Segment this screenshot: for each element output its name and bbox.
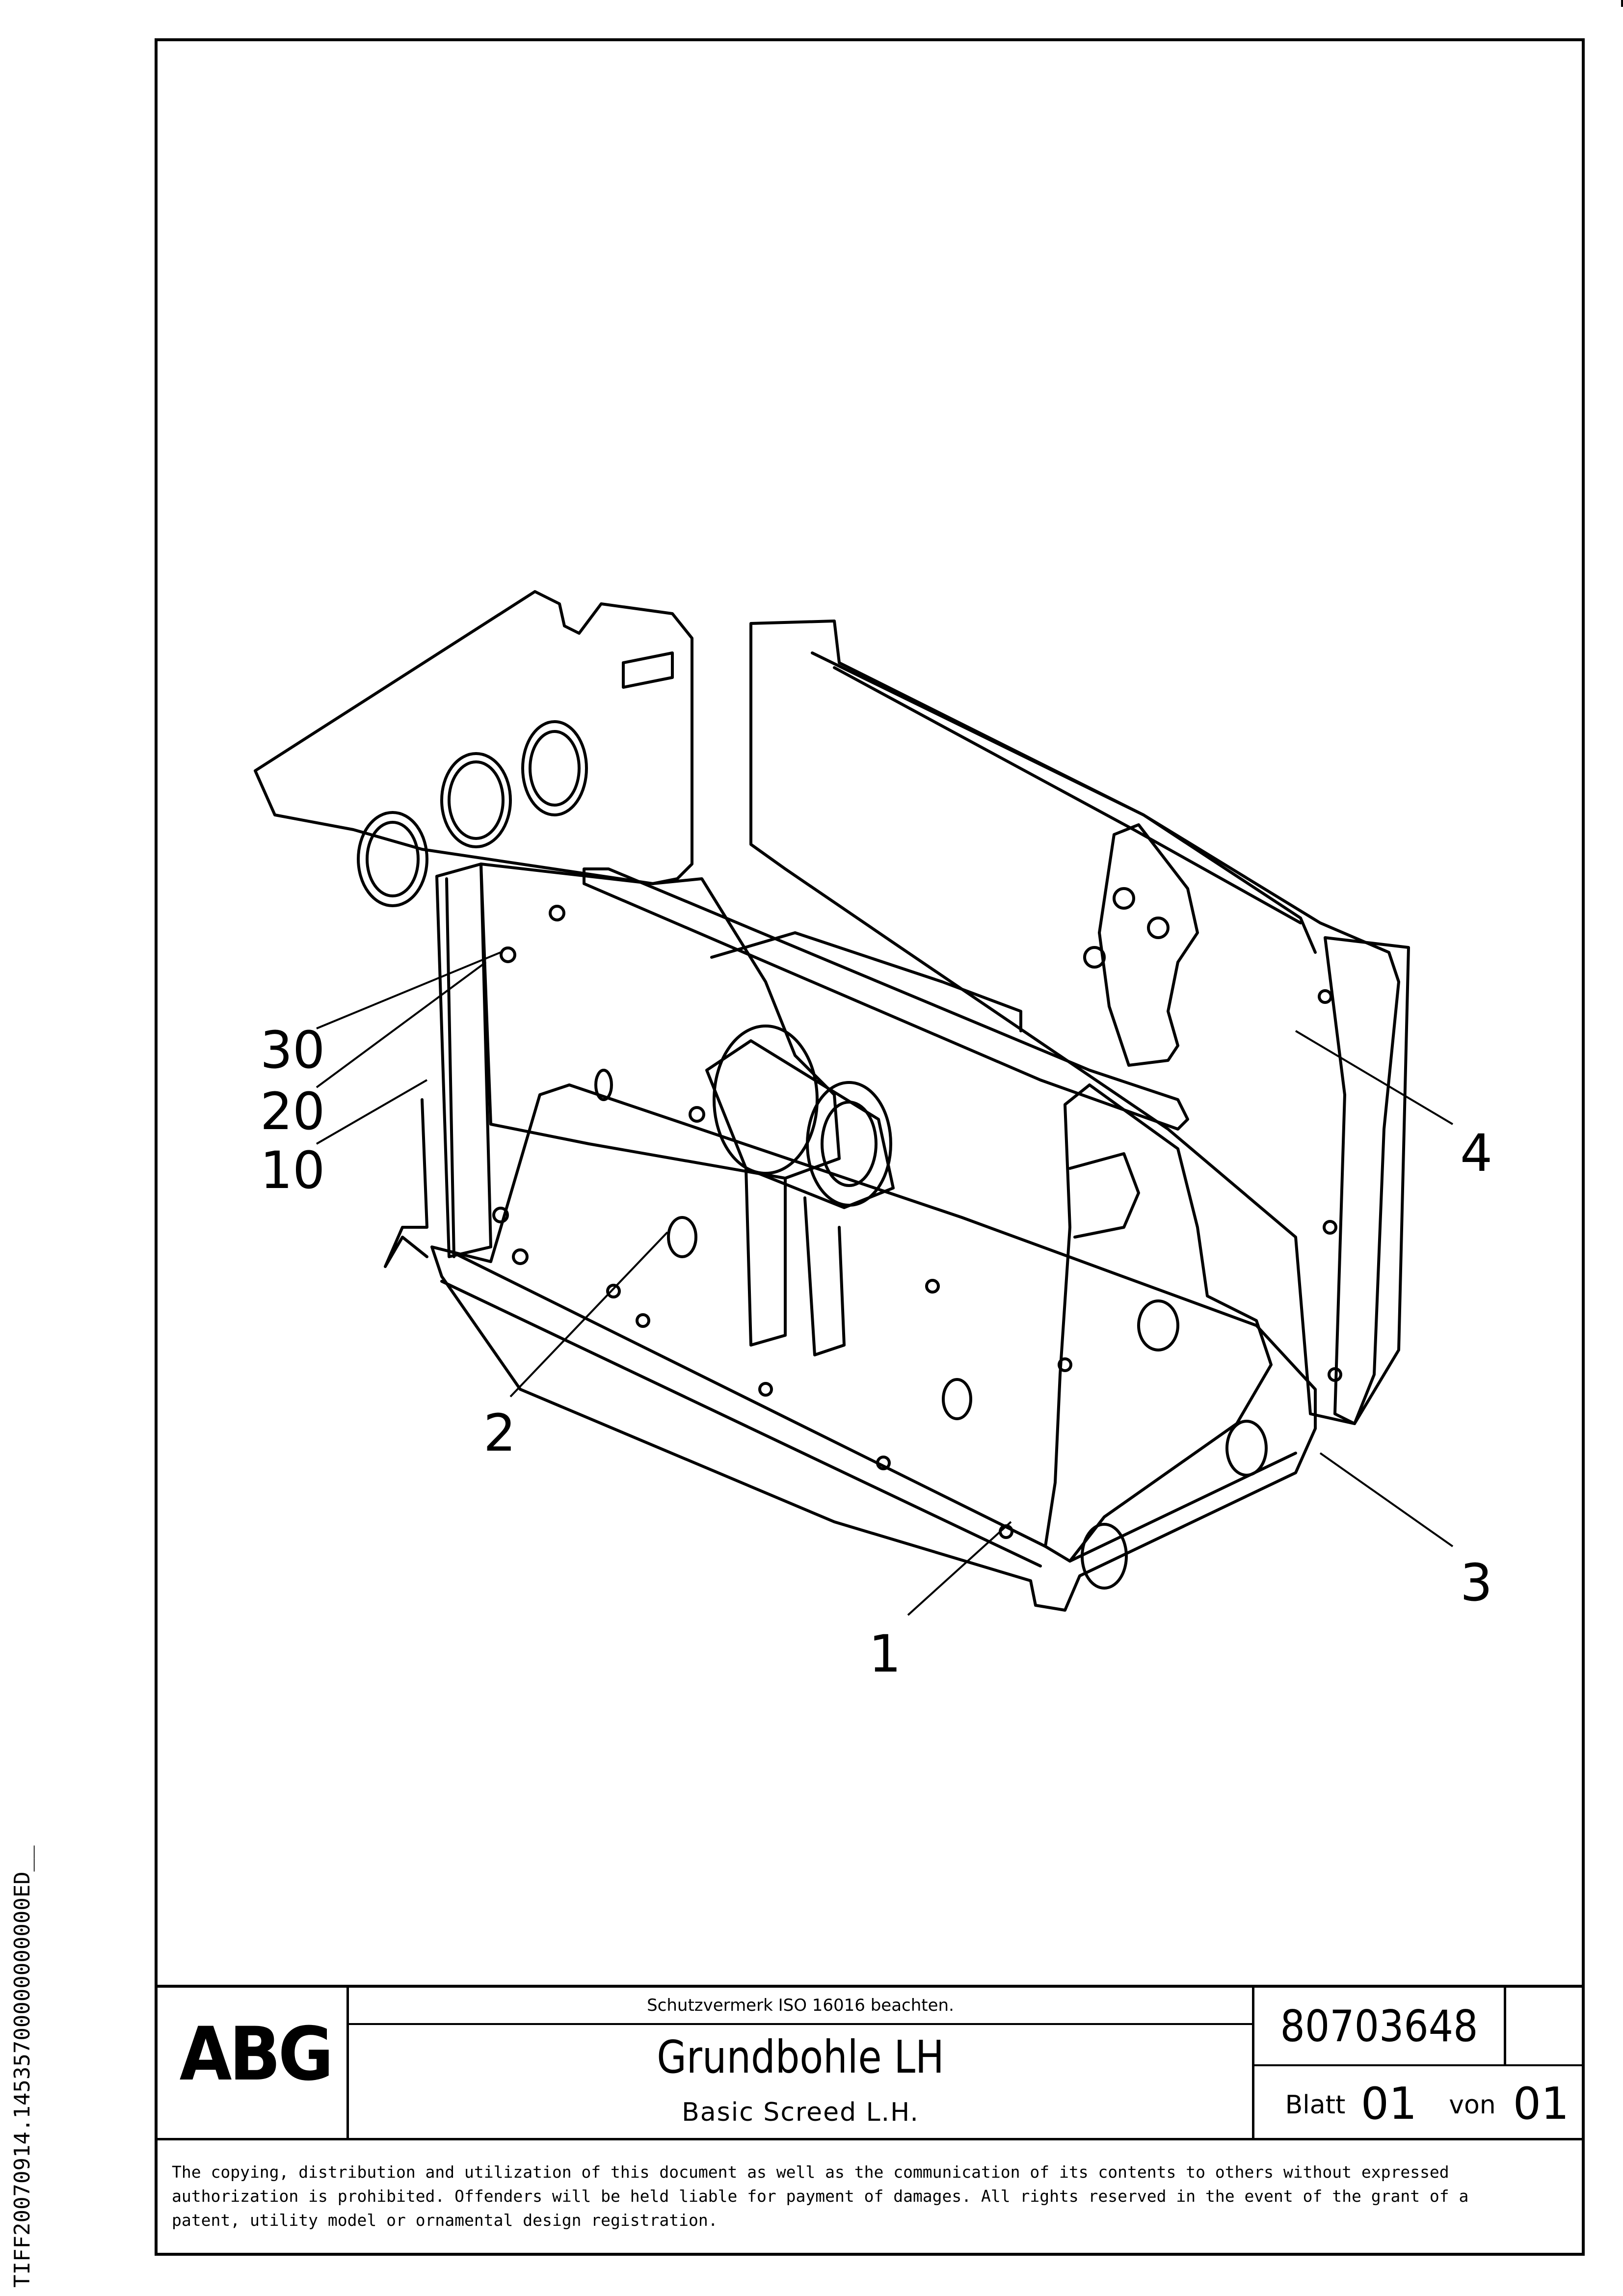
- callout-3: 3: [1460, 1553, 1492, 1613]
- protection-note: Schutzvermerk ISO 16016 beachten.: [647, 1996, 954, 2015]
- drawing-subtitle: Basic Screed L.H.: [682, 2097, 919, 2127]
- bottom-beam: [430, 1083, 1317, 1612]
- right-pivot-arm: [1098, 823, 1199, 1067]
- right-angled-plate: [1324, 936, 1410, 1425]
- titleblock-number-divider: [1252, 1985, 1254, 2139]
- drawing-title: Grundbohle LH: [657, 2030, 944, 2083]
- rear-plate: [749, 620, 1400, 1425]
- sheet-number: 01: [1360, 2078, 1417, 2130]
- titleblock-bottom-border: [155, 2138, 1585, 2140]
- titleblock-logo-divider: [346, 1985, 349, 2139]
- left-bearing-housing: [254, 590, 693, 885]
- right-support-bracket: [1044, 1083, 1273, 1563]
- callout-10: 10: [260, 1140, 325, 1200]
- titleblock-top-border: [155, 1985, 1585, 1988]
- titleblock-sheet-divider: [1252, 2064, 1585, 2066]
- corner-mark: [1608, 0, 1623, 7]
- callout-2: 2: [483, 1403, 516, 1463]
- drawing-frame: [155, 38, 1585, 2256]
- titleblock-number-cell-divider: [1504, 1985, 1506, 2066]
- central-panel: [479, 863, 841, 1180]
- copyright-notice: The copying, distribution and utilizatio…: [172, 2162, 1469, 2230]
- callout-4: 4: [1460, 1123, 1492, 1183]
- total-sheets: 01: [1513, 2078, 1570, 2130]
- callout-30: 30: [260, 1020, 325, 1080]
- abg-logo: ABG: [179, 2012, 334, 2097]
- gearbox-housing: [713, 1025, 819, 1175]
- callout-1: 1: [869, 1624, 901, 1684]
- left-side-frame: [435, 863, 492, 1258]
- callout-20: 20: [260, 1081, 325, 1141]
- sheet-label: Blatt: [1285, 2090, 1346, 2120]
- of-label: von: [1449, 2090, 1496, 2120]
- document-number: 80703648: [1280, 2000, 1478, 2052]
- titleblock-note-divider: [346, 2023, 1253, 2025]
